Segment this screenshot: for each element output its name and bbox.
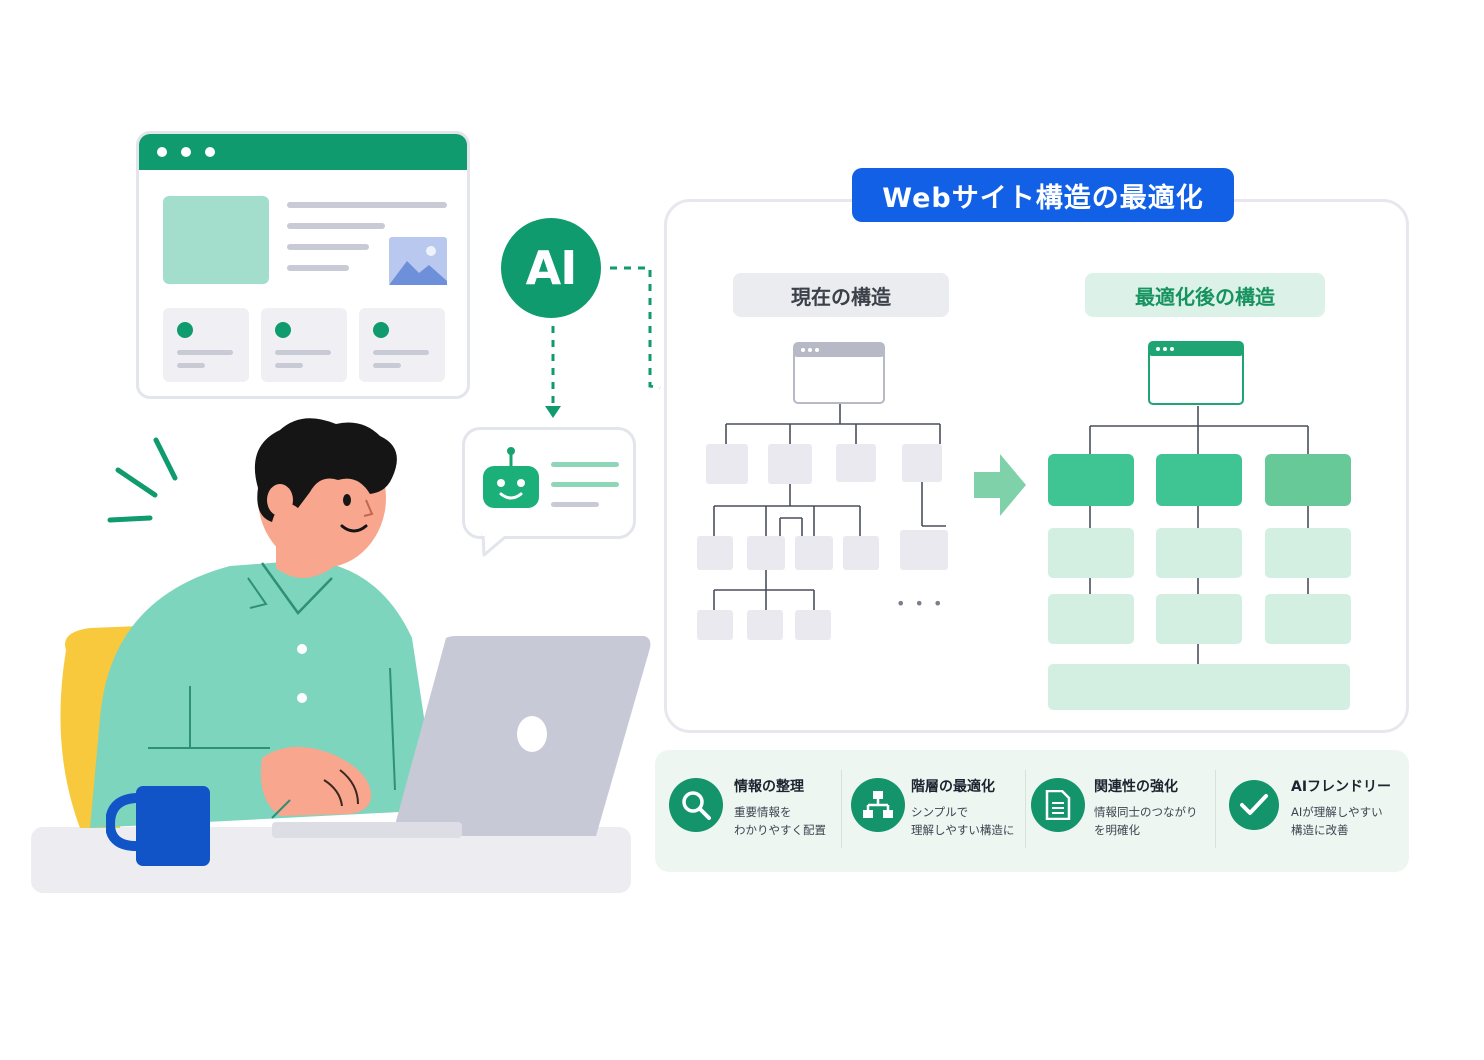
window-dot bbox=[181, 147, 191, 157]
robot-icon bbox=[483, 447, 539, 508]
optimized-structure-label: 最適化後の構造 bbox=[1085, 273, 1325, 317]
feature-desc: 重要情報を bbox=[734, 805, 792, 819]
current-structure-tree bbox=[697, 342, 948, 640]
text-line bbox=[287, 244, 369, 250]
desk bbox=[31, 827, 631, 893]
feature-desc: 情報同士のつながり bbox=[1094, 805, 1198, 819]
feature-desc: AIが理解しやすい bbox=[1291, 805, 1383, 819]
browser-mockup bbox=[136, 131, 470, 399]
image-icon bbox=[389, 237, 447, 285]
page-title: Webサイト構造の最適化 bbox=[852, 168, 1234, 222]
feature-title: 階層の最適化 bbox=[911, 779, 995, 795]
feature-separator bbox=[1025, 770, 1026, 848]
excitement-lines bbox=[107, 437, 178, 523]
person-illustration bbox=[60, 418, 651, 838]
text-line bbox=[287, 202, 447, 208]
feature-desc: 理解しやすい構造に bbox=[911, 823, 1015, 837]
chat-line bbox=[551, 502, 599, 507]
check-icon bbox=[1229, 780, 1279, 830]
hero-block bbox=[163, 196, 269, 284]
transform-arrow-icon bbox=[974, 454, 1026, 516]
document-icon bbox=[1031, 778, 1085, 832]
chat-line bbox=[551, 462, 619, 467]
current-structure-label: 現在の構造 bbox=[733, 273, 949, 317]
feature-ai-friendly: AIフレンドリー AIが理解しやすい 構造に改善 bbox=[1229, 750, 1407, 872]
window-dot bbox=[157, 147, 167, 157]
feature-relations: 関連性の強化 情報同士のつながり を明確化 bbox=[1031, 750, 1211, 872]
search-icon bbox=[669, 778, 723, 832]
feature-desc: わかりやすく配置 bbox=[734, 823, 826, 837]
mug-icon bbox=[106, 786, 210, 866]
text-line bbox=[287, 265, 349, 271]
feature-separator bbox=[841, 770, 842, 848]
ai-badge: AI bbox=[501, 218, 601, 318]
feature-title: AIフレンドリー bbox=[1291, 779, 1392, 795]
feature-separator bbox=[1215, 770, 1216, 848]
feature-title: 関連性の強化 bbox=[1094, 779, 1178, 795]
card bbox=[163, 308, 249, 382]
hierarchy-icon bbox=[851, 778, 905, 832]
card bbox=[261, 308, 347, 382]
card bbox=[359, 308, 445, 382]
feature-desc: を明確化 bbox=[1094, 823, 1140, 837]
browser-title-bar bbox=[139, 134, 467, 170]
feature-hierarchy: 階層の最適化 シンプルで 理解しやすい構造に bbox=[849, 750, 1027, 872]
feature-title: 情報の整理 bbox=[734, 779, 804, 795]
more-ellipsis: • • • bbox=[896, 594, 945, 613]
text-line bbox=[287, 223, 385, 229]
bubble-tail bbox=[481, 533, 514, 557]
window-dot bbox=[205, 147, 215, 157]
chat-bubble bbox=[462, 427, 636, 539]
optimized-structure-tree bbox=[1048, 341, 1351, 710]
feature-desc: シンプルで bbox=[911, 805, 969, 819]
feature-organize: 情報の整理 重要情報を わかりやすく配置 bbox=[667, 750, 843, 872]
feature-bar: 情報の整理 重要情報を わかりやすく配置 階層の最適化 シンプルで 理解しやすい… bbox=[655, 750, 1409, 872]
feature-desc: 構造に改善 bbox=[1291, 823, 1349, 837]
chat-line bbox=[551, 482, 619, 487]
